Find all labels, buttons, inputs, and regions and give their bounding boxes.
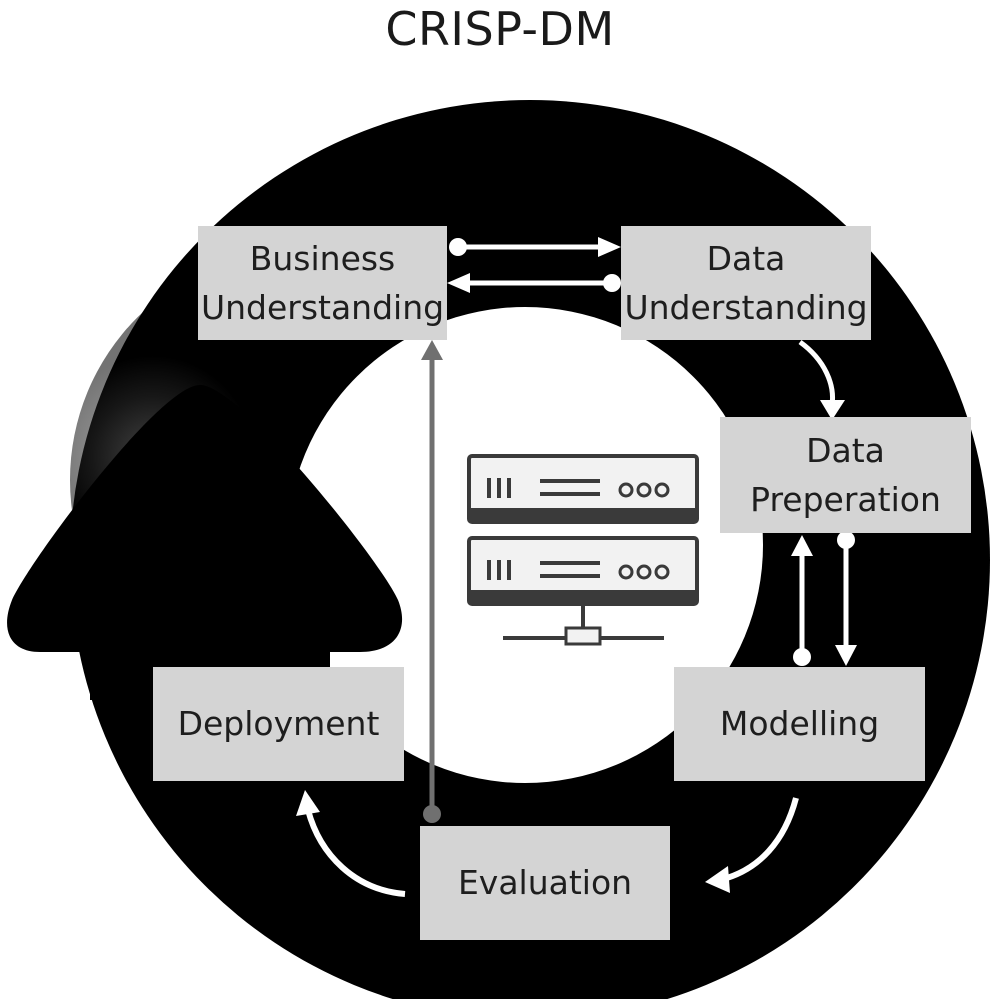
phase-evaluation: Evaluation <box>420 826 670 940</box>
phase-label: Evaluation <box>457 863 633 903</box>
phase-modelling: Modelling <box>674 667 925 781</box>
phase-label: Deployment <box>177 704 380 744</box>
phase-label-line2: Understanding <box>200 288 445 327</box>
phase-label-line1: Business <box>249 238 396 278</box>
arrow-evaluation-to-deployment <box>296 790 406 897</box>
arrow-data-understanding-to-business <box>447 273 621 293</box>
phase-label-line1: Data <box>706 238 786 278</box>
arrow-modelling-to-evaluation <box>705 797 799 893</box>
phase-business-understanding: Business Understanding <box>198 226 447 340</box>
arrow-business-to-data-understanding <box>449 237 621 257</box>
server-rack-icon <box>467 454 699 646</box>
phase-label-line1: Data <box>806 430 885 470</box>
phase-label-line2: Preperation <box>750 480 941 519</box>
diagram-title: CRISP-DM <box>385 2 615 56</box>
arrow-data-understanding-to-preparation <box>798 339 845 420</box>
phase-data-preparation: Data Preperation <box>720 417 971 533</box>
phase-deployment: Deployment <box>153 667 404 781</box>
big-cycle-arrow <box>7 385 403 700</box>
phase-data-understanding: Data Understanding <box>621 226 871 340</box>
arrow-preparation-to-modelling <box>835 531 857 666</box>
arrow-evaluation-to-business <box>421 340 443 823</box>
phase-label-line2: Understanding <box>624 288 868 327</box>
arrow-modelling-to-preparation <box>791 535 813 666</box>
phase-label: Modelling <box>719 704 880 744</box>
